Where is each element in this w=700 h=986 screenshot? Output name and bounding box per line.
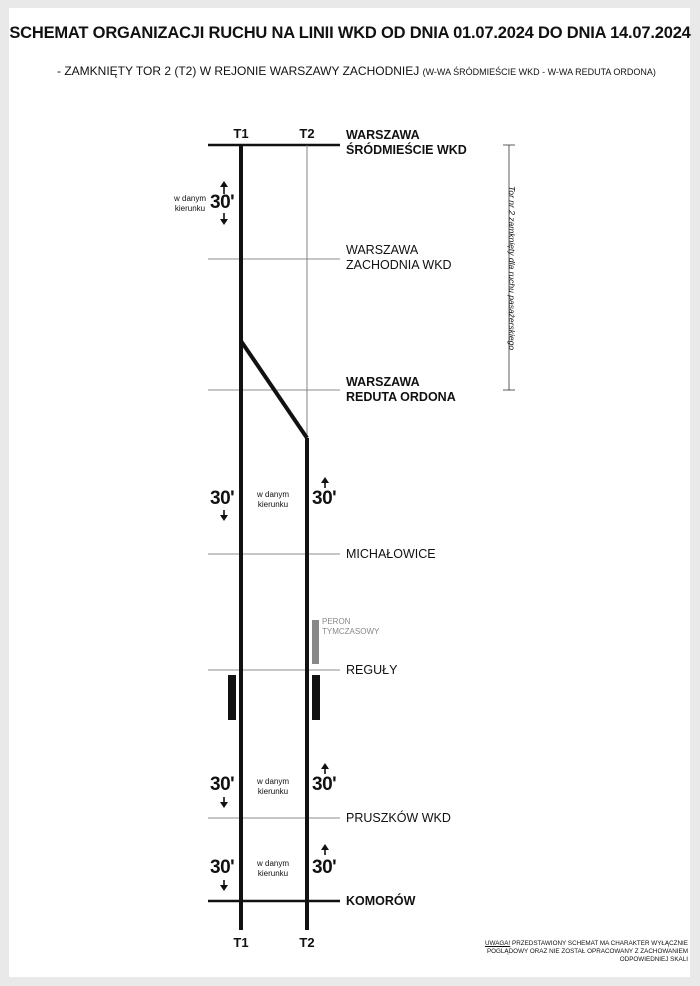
station-srodmiescie-line2: ŚRÓDMIEŚCIE WKD [346, 143, 467, 157]
station-komorow: KOMORÓW [346, 894, 416, 908]
station-pruszkow: PRUSZKÓW WKD [346, 811, 451, 825]
arrow-up-icon [321, 477, 329, 488]
direction-note-line1: w danym [257, 859, 290, 868]
disclaimer-label: UWAGA! [484, 940, 511, 947]
station-reduta-line2: REDUTA ORDONA [346, 390, 456, 404]
page-title: SCHEMAT ORGANIZACJI RUCHU NA LINII WKD O… [9, 24, 691, 42]
platform-reguly-t1 [228, 675, 236, 720]
frequency-label: 30' [210, 488, 235, 509]
frequency-label: 30' [312, 857, 337, 878]
direction-note-line2: kierunku [174, 204, 206, 213]
arrow-up-icon [220, 181, 228, 194]
track-label-t1-top: T1 [233, 126, 249, 141]
closure-note: Tor nr 2 zamknięty dla ruchu pasażerskie… [507, 185, 517, 351]
temporary-platform-line1: PERON [322, 617, 351, 626]
station-michalowice: MICHAŁOWICE [346, 547, 436, 561]
frequency-label: 30' [312, 774, 337, 795]
station-zachodnia-line2: ZACHODNIA WKD [346, 258, 452, 272]
station-srodmiescie: WARSZAWA ŚRÓDMIEŚCIE WKD [346, 128, 467, 158]
subtitle-main: - ZAMKNIĘTY TOR 2 (T2) W REJONIE WARSZAW… [57, 64, 420, 78]
arrow-down-icon [220, 510, 228, 521]
frequency-label: 30' [312, 488, 337, 509]
direction-note-line1: w danym [257, 777, 290, 786]
subtitle: - ZAMKNIĘTY TOR 2 (T2) W REJONIE WARSZAW… [57, 64, 656, 78]
direction-note-line2: kierunku [257, 787, 289, 796]
frequency-label: 30' [210, 192, 235, 213]
direction-note-line2: kierunku [257, 869, 289, 878]
arrow-up-icon [321, 763, 329, 774]
station-zachodnia: WARSZAWA ZACHODNIA WKD [346, 243, 452, 273]
disclaimer: UWAGA! PRZEDSTAWIONY SCHEMAT MA CHARAKTE… [448, 940, 688, 964]
frequency-label: 30' [210, 857, 235, 878]
disclaimer-text: PRZEDSTAWIONY SCHEMAT MA CHARAKTER WYŁĄC… [486, 940, 688, 963]
sheet [9, 8, 690, 977]
station-zachodnia-line1: WARSZAWA [346, 243, 419, 257]
arrow-down-icon [220, 797, 228, 808]
temporary-platform-line2: TYMCZASOWY [322, 627, 380, 636]
station-reguly: REGUŁY [346, 663, 398, 677]
direction-note-line1: w danym [257, 490, 290, 499]
station-srodmiescie-line1: WARSZAWA [346, 128, 420, 142]
platform-reguly-t2 [312, 675, 320, 720]
track-label-t2-top: T2 [299, 126, 315, 141]
frequency-label: 30' [210, 774, 235, 795]
arrow-up-icon [321, 844, 329, 855]
direction-note-line2: kierunku [257, 500, 289, 509]
subtitle-detail: (W-WA ŚRÓDMIEŚCIE WKD - W-WA REDUTA ORDO… [422, 67, 656, 77]
temporary-platform [312, 620, 319, 664]
crossover [239, 339, 309, 440]
arrow-down-icon [220, 880, 228, 891]
station-reduta-line1: WARSZAWA [346, 375, 420, 389]
direction-note-line1: w danym [174, 194, 207, 203]
station-reduta: WARSZAWA REDUTA ORDONA [346, 375, 456, 405]
track-label-t2-bottom: T2 [299, 935, 315, 950]
arrow-down-icon [220, 213, 228, 225]
track-label-t1-bottom: T1 [233, 935, 249, 950]
